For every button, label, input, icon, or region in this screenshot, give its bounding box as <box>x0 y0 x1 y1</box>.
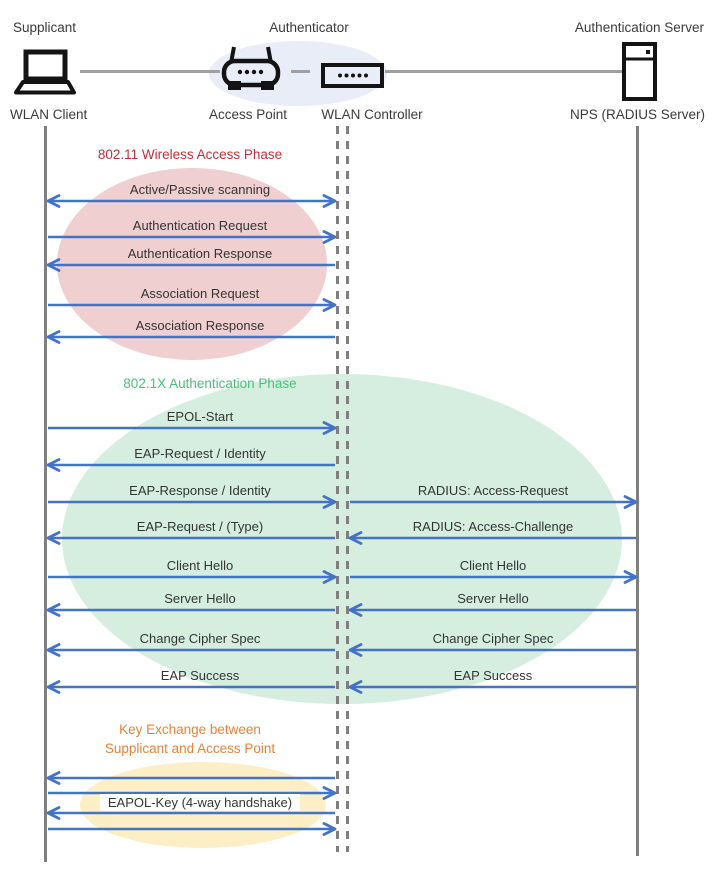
lifeline-wlan-client <box>44 126 47 862</box>
message-label: EAP Success <box>160 668 240 683</box>
access-point-icon <box>219 45 283 92</box>
arrowhead-icon <box>322 298 337 312</box>
arrowhead-icon <box>623 495 638 509</box>
message-label: RADIUS: Access-Request <box>417 483 569 498</box>
arrowhead-icon <box>46 680 61 694</box>
message-label: EAP-Request / (Type) <box>136 519 264 534</box>
message-label: EPOL-Start <box>166 409 234 424</box>
message-label: RADIUS: Access-Challenge <box>412 519 574 534</box>
message-label: Client Hello <box>166 558 234 573</box>
message-label: EAP Success <box>453 668 533 683</box>
lifeline-wlan-controller-right <box>346 126 349 852</box>
lifeline-nps <box>636 126 639 856</box>
message-label: Authentication Request <box>132 218 268 233</box>
arrowhead-icon <box>46 771 61 785</box>
arrowhead-icon <box>46 531 61 545</box>
message-label: Active/Passive scanning <box>129 182 271 197</box>
actor-label-wlan-controller: WLAN Controller <box>321 107 423 122</box>
message-label: EAP-Request / Identity <box>134 446 266 461</box>
phase1-title: 802.11 Wireless Access Phase <box>97 147 283 162</box>
actor-label-nps: NPS (RADIUS Server) <box>569 107 705 122</box>
arrowhead-icon <box>46 330 61 344</box>
role-label-authenticator: Authenticator <box>269 20 349 35</box>
arrowhead-icon <box>46 194 61 208</box>
role-label-supplicant: Supplicant <box>13 20 77 35</box>
arrowhead-icon <box>322 822 337 836</box>
message-label: Association Response <box>135 318 265 333</box>
phase2-title: 802.1X Authentication Phase <box>123 376 297 391</box>
message-label: Change Cipher Spec <box>139 631 261 646</box>
arrowhead-icon <box>46 643 61 657</box>
connector-line <box>385 70 622 73</box>
arrowhead-icon <box>46 603 61 617</box>
message-label: Change Cipher Spec <box>432 631 554 646</box>
laptop-icon <box>12 49 78 96</box>
arrowhead-icon <box>623 570 638 584</box>
arrowhead-icon <box>46 458 61 472</box>
message-label: Server Hello <box>457 591 529 606</box>
arrowhead-icon <box>322 194 337 208</box>
connector-line <box>291 70 310 73</box>
server-icon <box>622 42 658 101</box>
wlan-controller-icon <box>321 63 384 89</box>
phase3-title: Key Exchange between Supplicant and Acce… <box>104 722 276 756</box>
role-label-authentication-server: Authentication Server <box>574 20 704 35</box>
message-label: Association Request <box>140 286 260 301</box>
arrowhead-icon <box>322 786 337 800</box>
connector-line <box>80 70 220 73</box>
lifeline-wlan-controller-left <box>336 126 339 852</box>
message-label: Server Hello <box>164 591 236 606</box>
actor-label-access-point: Access Point <box>208 107 288 122</box>
phase2-ellipse <box>62 374 622 704</box>
arrowhead-icon <box>46 806 61 820</box>
actor-label-wlan-client: WLAN Client <box>10 107 88 122</box>
message-label: EAPOL-Key (4-way handshake) <box>99 794 301 811</box>
message-label: Client Hello <box>459 558 527 573</box>
message-label: Authentication Response <box>127 246 273 261</box>
arrowhead-icon <box>322 230 337 244</box>
message-label: EAP-Response / Identity <box>129 483 271 498</box>
